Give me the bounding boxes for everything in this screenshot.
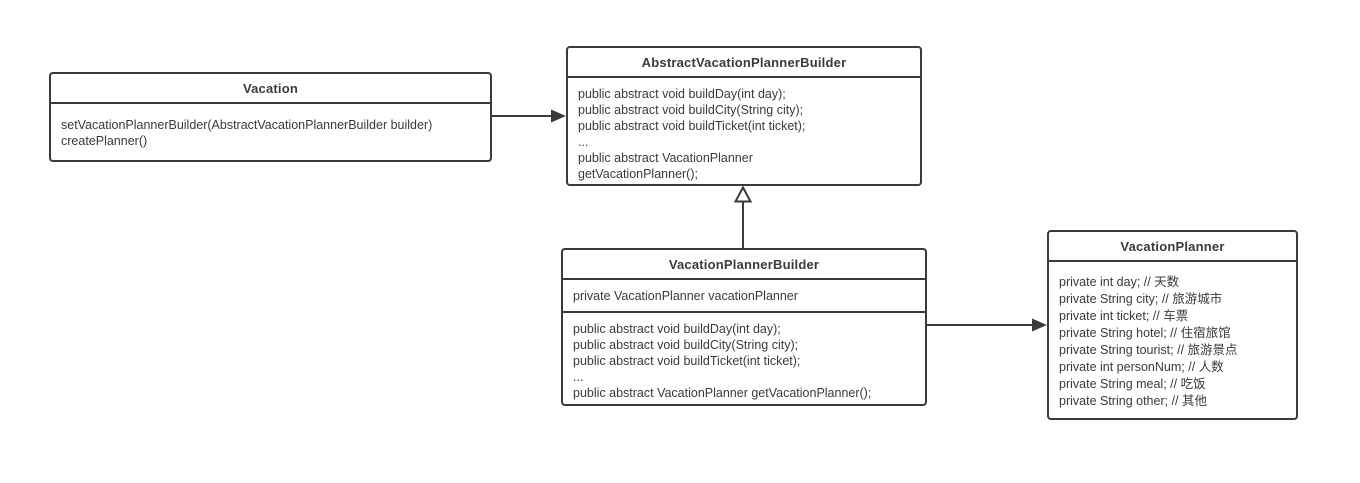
attribute-line: private String hotel; // 住宿旅馆 xyxy=(1059,326,1231,340)
method-line: public abstract VacationPlanner xyxy=(578,151,753,165)
method-line: public abstract void buildDay(int day); xyxy=(578,87,786,101)
class-box-vacation-planner-builder: VacationPlannerBuilder private VacationP… xyxy=(561,248,927,406)
class-box-vacation: Vacation setVacationPlannerBuilder(Abstr… xyxy=(49,72,492,162)
generalization-arrow-builder-to-abstract-builder xyxy=(733,185,753,248)
method-line: setVacationPlannerBuilder(AbstractVacati… xyxy=(61,118,433,132)
methods-section: public abstract void buildDay(int day); … xyxy=(563,313,925,409)
attribute-line: private String other; // 其他 xyxy=(1059,394,1207,408)
method-line: getVacationPlanner(); xyxy=(578,167,698,181)
class-title: VacationPlanner xyxy=(1049,232,1296,262)
attributes-section: private VacationPlanner vacationPlanner xyxy=(563,280,925,313)
method-line: public abstract void buildCity(String ci… xyxy=(578,103,804,117)
method-line: ... xyxy=(578,135,589,149)
method-line: public abstract VacationPlanner getVacat… xyxy=(573,386,872,400)
association-arrow-vacation-to-abstract-builder xyxy=(492,109,566,123)
class-box-vacation-planner: VacationPlanner private int day; // 天数 p… xyxy=(1047,230,1298,420)
attribute-line: private VacationPlanner vacationPlanner xyxy=(573,289,798,303)
class-box-abstract-vacation-planner-builder: AbstractVacationPlannerBuilder public ab… xyxy=(566,46,922,186)
method-line: public abstract void buildTicket(int tic… xyxy=(573,354,801,368)
attribute-line: private int personNum; // 人数 xyxy=(1059,360,1224,374)
class-title: VacationPlannerBuilder xyxy=(563,250,925,280)
attribute-line: private String meal; // 吃饭 xyxy=(1059,377,1206,391)
attributes-section: private int day; // 天数 private String ci… xyxy=(1049,262,1296,418)
attribute-line: private int ticket; // 车票 xyxy=(1059,309,1189,323)
class-title: AbstractVacationPlannerBuilder xyxy=(568,48,920,78)
class-title: Vacation xyxy=(51,74,490,104)
attribute-line: private String tourist; // 旅游景点 xyxy=(1059,343,1238,357)
method-line: ... xyxy=(573,370,584,384)
association-arrow-builder-to-planner xyxy=(927,318,1047,332)
method-line: createPlanner() xyxy=(61,134,148,148)
attribute-line: private String city; // 旅游城市 xyxy=(1059,292,1223,306)
methods-section: setVacationPlannerBuilder(AbstractVacati… xyxy=(51,104,490,157)
methods-section: public abstract void buildDay(int day); … xyxy=(568,78,920,190)
attribute-line: private int day; // 天数 xyxy=(1059,275,1180,289)
method-line: public abstract void buildTicket(int tic… xyxy=(578,119,806,133)
method-line: public abstract void buildCity(String ci… xyxy=(573,338,799,352)
method-line: public abstract void buildDay(int day); xyxy=(573,322,781,336)
